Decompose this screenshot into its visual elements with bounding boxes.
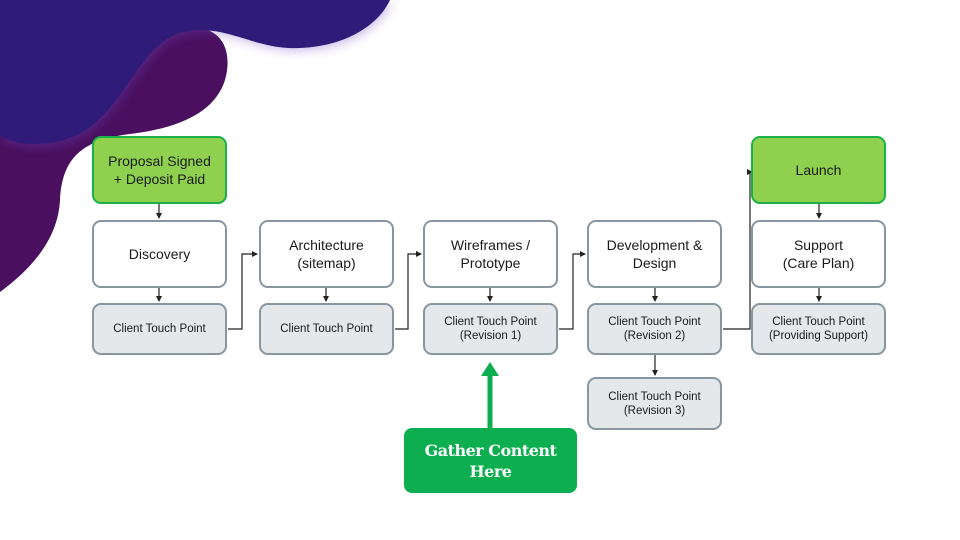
blob-secondary (0, 26, 228, 292)
blob-primary (0, 0, 390, 145)
gather-content-callout: Gather Content Here (404, 428, 577, 493)
touch-point-revision-2: Client Touch Point (Revision 2) (587, 303, 722, 355)
stage-support: Support (Care Plan) (751, 220, 886, 288)
touch-point-architecture: Client Touch Point (259, 303, 394, 355)
stage-discovery: Discovery (92, 220, 227, 288)
touch-point-discovery: Client Touch Point (92, 303, 227, 355)
milestone-launch: Launch (751, 136, 886, 204)
touch-point-revision-1: Client Touch Point (Revision 1) (423, 303, 558, 355)
touch-point-revision-3: Client Touch Point (Revision 3) (587, 377, 722, 430)
stage-development-design: Development & Design (587, 220, 722, 288)
stage-wireframes: Wireframes / Prototype (423, 220, 558, 288)
stage-architecture: Architecture (sitemap) (259, 220, 394, 288)
milestone-proposal-signed: Proposal Signed + Deposit Paid (92, 136, 227, 204)
touch-point-providing-support: Client Touch Point (Providing Support) (751, 303, 886, 355)
